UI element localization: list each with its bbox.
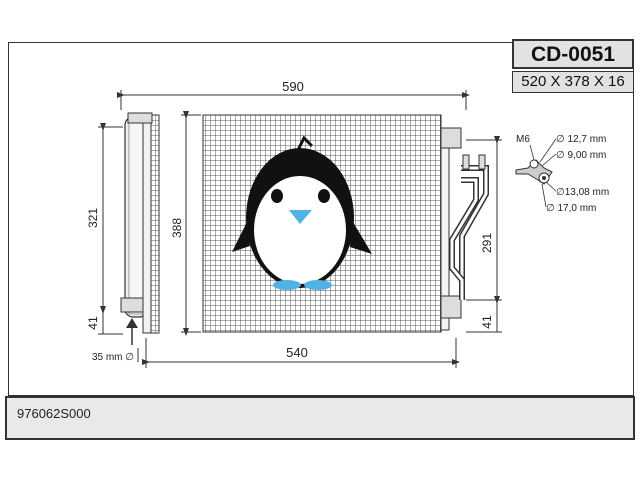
fitting-detail: [515, 138, 557, 208]
fitting-d1: ∅ 12,7 mm: [556, 134, 606, 145]
product-code: CD-0051: [512, 39, 634, 69]
dim-left-height: 321: [86, 208, 100, 228]
dim-core-height: 388: [170, 218, 184, 238]
right-header-tank: [440, 127, 489, 331]
part-number: 976062S000: [5, 396, 635, 440]
fitting-d4: ∅ 17,0 mm: [546, 203, 596, 214]
fitting-thread: M6: [516, 134, 530, 145]
fitting-d3: ∅13,08 mm: [556, 187, 609, 198]
dim-right-height: 291: [480, 233, 494, 253]
dimension-lines: [98, 90, 502, 368]
dim-left-bottom: 41: [86, 316, 100, 330]
dim-inlet-diameter: 35 mm ∅: [92, 352, 134, 363]
left-header-tank: [120, 112, 160, 334]
penguin-icon: [232, 135, 372, 290]
dim-right-bottom: 41: [480, 315, 494, 329]
dim-top-width: 590: [282, 79, 304, 94]
fitting-d2: ∅ 9,00 mm: [556, 150, 606, 161]
dim-bottom-width: 540: [286, 345, 308, 360]
arrow-up-icon: [126, 318, 139, 362]
product-size: 520 X 378 X 16: [512, 71, 634, 93]
